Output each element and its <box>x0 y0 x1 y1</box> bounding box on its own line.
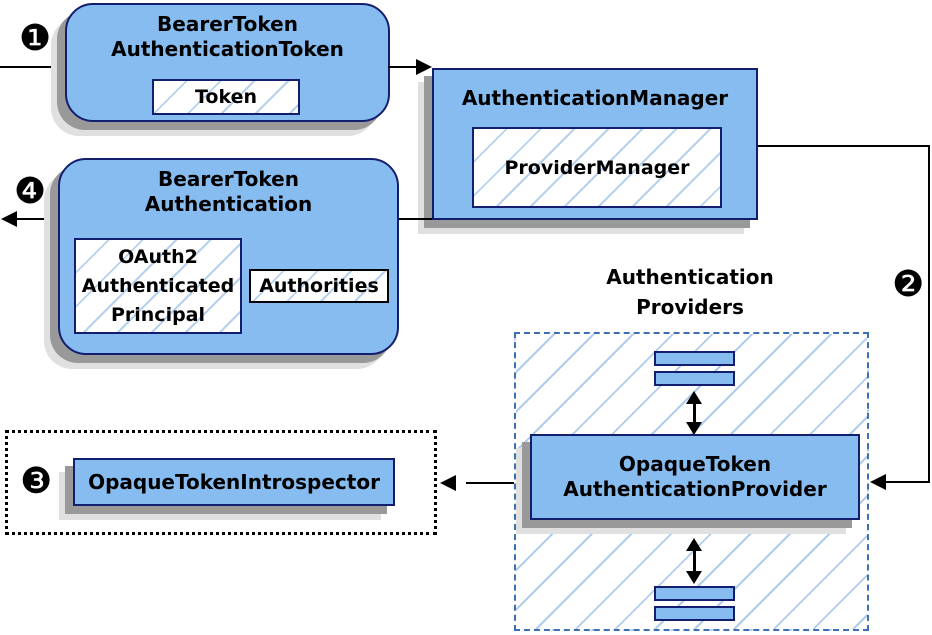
step-3-badge: ❸ <box>20 461 53 502</box>
step-1-badge: ❶ <box>19 18 52 59</box>
provider-to-introspector-line <box>466 482 514 484</box>
provider-slot-bar <box>654 606 735 621</box>
arrow-stem <box>692 551 696 571</box>
arrow-stem <box>692 404 696 422</box>
authentication-providers-label: Authentication Providers <box>590 262 790 322</box>
opaque-token-introspector-title: OpaqueTokenIntrospector <box>75 470 393 495</box>
principal-line-2: Authenticated <box>81 274 235 297</box>
title-line-2: AuthenticationProvider <box>563 477 827 501</box>
token-to-manager-arrowhead-icon <box>416 59 432 75</box>
provider-manager-label: ProviderManager <box>504 156 690 179</box>
bearer-token-authentication-node: BearerToken Authentication OAuth2 Authen… <box>58 158 399 355</box>
opaque-token-introspector-label: OpaqueTokenIntrospector <box>88 469 380 494</box>
title-line-1: BearerToken <box>157 12 298 36</box>
authentication-manager-label: AuthenticationManager <box>461 86 729 110</box>
arrow-up-tip-icon <box>686 538 702 551</box>
oauth2-authenticated-principal-box: OAuth2 Authenticated Principal <box>74 238 242 334</box>
title-line-2: AuthenticationToken <box>111 37 344 61</box>
token-box: Token <box>152 79 300 115</box>
arrow-down-tip-icon <box>686 422 702 435</box>
opaque-token-introspector-node: OpaqueTokenIntrospector <box>73 458 395 506</box>
provider-manager-box: ProviderManager <box>472 127 722 208</box>
token-to-manager-line <box>388 66 417 68</box>
title-line-1: BearerToken <box>158 167 299 191</box>
bearer-token-authentication-token-node: BearerToken AuthenticationToken Token <box>65 3 390 122</box>
provider-slot-bar <box>654 371 735 386</box>
title-line-1: OpaqueToken <box>618 452 772 476</box>
authentication-manager-title: AuthenticationManager <box>434 86 756 111</box>
manager-to-provider-arrowhead-icon <box>870 474 886 490</box>
title-line-2: Authentication <box>144 192 313 216</box>
manager-to-authentication-line <box>397 218 432 220</box>
manager-to-provider-line-bottom <box>886 481 930 483</box>
principal-line-1: OAuth2 <box>118 245 198 268</box>
opaque-token-authentication-provider-title: OpaqueToken AuthenticationProvider <box>532 452 858 502</box>
bearer-token-authentication-title: BearerToken Authentication <box>60 167 397 217</box>
step-4-badge: ❹ <box>14 171 47 212</box>
provider-to-introspector-arrowhead-icon <box>440 475 456 491</box>
authorities-label: Authorities <box>259 275 379 297</box>
authorities-box: Authorities <box>249 269 389 303</box>
bearer-token-authentication-token-title: BearerToken AuthenticationToken <box>67 12 388 62</box>
token-label: Token <box>194 86 258 108</box>
manager-to-provider-line-top <box>758 145 930 147</box>
double-arrow-icon <box>685 538 703 584</box>
principal-line-3: Principal <box>110 303 206 326</box>
provider-slot-bar <box>654 586 735 601</box>
authentication-providers-region: OpaqueToken AuthenticationProvider <box>514 332 869 631</box>
authentication-out-arrowhead-icon <box>1 211 17 227</box>
arrow-down-tip-icon <box>686 571 702 584</box>
opaque-token-authentication-provider-node: OpaqueToken AuthenticationProvider <box>530 434 860 520</box>
providers-label-line-2: Providers <box>636 295 744 319</box>
introspector-region: OpaqueTokenIntrospector <box>5 430 437 535</box>
manager-to-provider-line-right <box>928 145 930 483</box>
incoming-request-line <box>0 66 66 68</box>
authentication-manager-node: AuthenticationManager ProviderManager <box>432 68 758 220</box>
authentication-out-line <box>9 218 58 220</box>
double-arrow-icon <box>685 391 703 435</box>
arrow-up-tip-icon <box>686 391 702 404</box>
providers-label-line-1: Authentication <box>606 265 774 289</box>
provider-slot-bar <box>654 351 735 366</box>
step-2-badge: ❷ <box>892 264 925 305</box>
